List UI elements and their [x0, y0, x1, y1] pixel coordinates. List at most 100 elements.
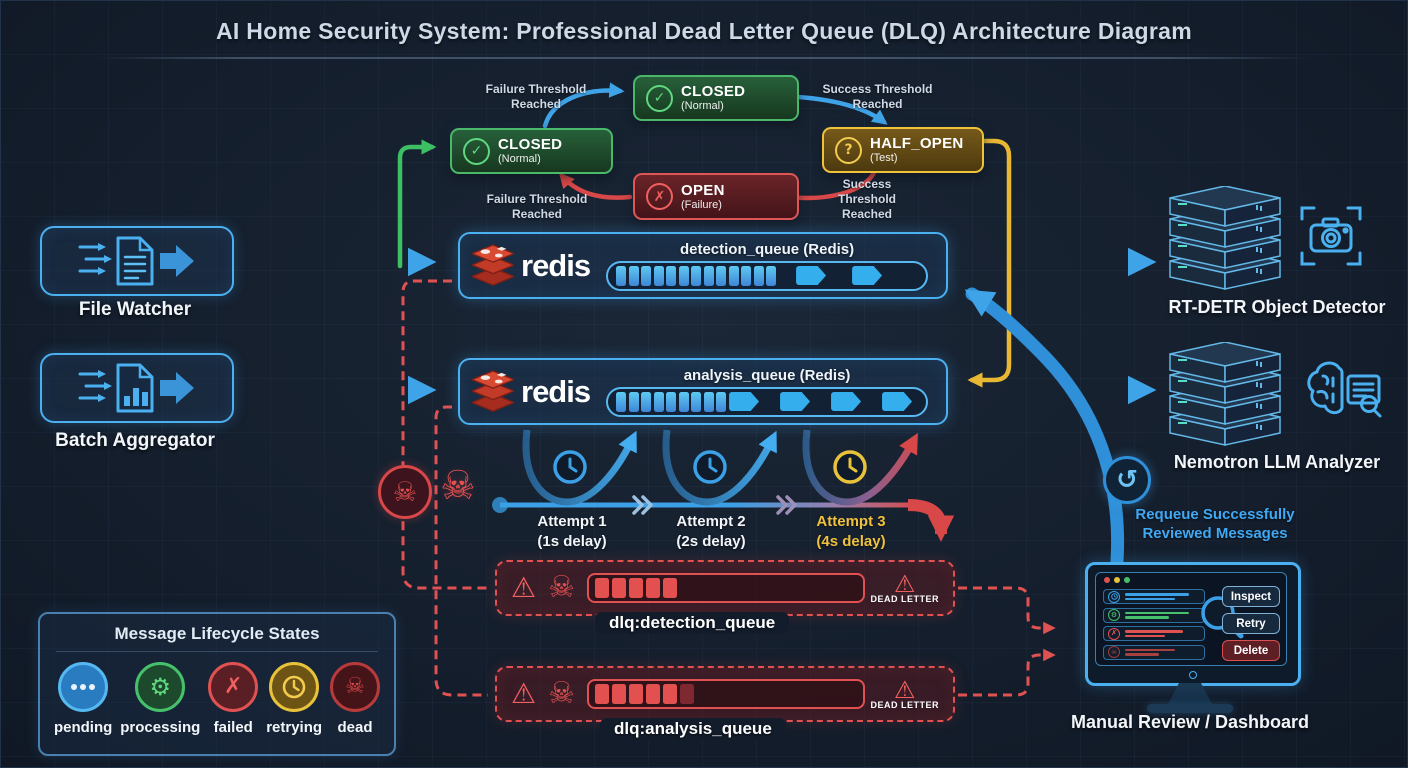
nemotron-server-icon — [1169, 342, 1281, 446]
rtdetr-label: RT-DETR Object Detector — [1168, 297, 1386, 317]
state-label: HALF_OPEN — [870, 135, 964, 153]
nemotron-label: Nemotron LLM Analyzer — [1173, 452, 1381, 472]
requeue-refresh-icon: ↺ — [1103, 456, 1151, 504]
legend-item-pending: pending — [54, 662, 112, 736]
state-sub: (Normal) — [681, 100, 724, 113]
queue-name: detection_queue (Redis) — [679, 240, 855, 258]
attempt-2-label: Attempt 2(2s delay) — [676, 513, 746, 550]
batch-aggregator-node — [40, 353, 234, 423]
transition-label: Failure Threshold Reached — [486, 192, 588, 221]
dlq-bar — [587, 573, 866, 603]
warning-icon: ⚠ — [893, 570, 916, 598]
file-watcher-icon — [78, 236, 194, 286]
check-icon: ✓ — [463, 137, 490, 165]
redis-wordmark: redis — [521, 247, 591, 283]
clock-icon — [833, 450, 867, 484]
legend-divider — [56, 651, 378, 652]
queue-messages — [796, 266, 883, 285]
warning-icon: ⚠ — [511, 677, 537, 710]
redis-stack-icon — [472, 243, 514, 286]
batch-aggregator-icon — [78, 363, 194, 413]
analysis-queue-node: redis analysis_queue (Redis) — [458, 358, 948, 425]
state-label: CLOSED — [681, 83, 746, 101]
legend-item-processing: ⚙ processing — [120, 662, 200, 736]
brain-analysis-icon — [1307, 361, 1382, 418]
redis-stack-icon — [472, 369, 514, 412]
state-half-open: ? HALF_OPEN(Test) — [822, 127, 984, 173]
failure-routes — [401, 279, 1056, 697]
dead-letter-badge: ⚠ DEAD LETTER — [870, 676, 939, 710]
title-divider — [95, 57, 1313, 59]
green-breaker-line — [397, 139, 437, 269]
clock-icon — [553, 450, 587, 484]
list-item[interactable]: ⚙ — [1103, 607, 1205, 623]
x-icon: ✗ — [1108, 627, 1120, 640]
state-sub: (Normal) — [498, 153, 541, 166]
detection-queue-node: redis detection_queue (Redis) — [458, 232, 948, 299]
warning-icon: ⚠ — [893, 676, 916, 704]
legend-item-dead: ☠ dead — [330, 662, 380, 736]
attempt-1-label: Attempt 1(1s delay) — [537, 513, 607, 550]
list-item[interactable]: ☠ — [1103, 644, 1205, 660]
requeue-curve — [964, 287, 1125, 568]
batch-aggregator-label: Batch Aggregator — [55, 430, 215, 451]
inspect-button[interactable]: Inspect — [1222, 586, 1280, 607]
gold-breaker-line — [967, 133, 1012, 388]
skull-icon: ☠ — [548, 570, 576, 605]
monitor-power-dot — [1188, 671, 1197, 679]
state-open: ✗ OPEN(Failure) — [633, 173, 799, 220]
file-watcher-label: File Watcher — [78, 299, 192, 320]
retry-button[interactable]: Retry — [1222, 613, 1280, 634]
legend-item-retrying: retrying — [266, 662, 322, 736]
dashboard-actions: Inspect Retry Delete — [1222, 586, 1280, 661]
monitor-stand — [1167, 683, 1213, 706]
list-item[interactable] — [1103, 589, 1205, 604]
page-title: AI Home Security System: Professional De… — [216, 18, 1192, 44]
state-label: CLOSED — [498, 136, 563, 154]
gear-icon: ⚙ — [1108, 609, 1120, 621]
skull-icon: ☠ — [330, 662, 380, 712]
queue-bar — [606, 386, 929, 417]
queue-name: analysis_queue (Redis) — [683, 366, 851, 384]
dashboard-monitor: ⚙ ✗ ☠ Inspect Retry Delete — [1085, 562, 1301, 686]
skull-icon: ☠ — [440, 463, 476, 509]
skull-icon: ☠ — [548, 676, 576, 711]
dashboard-screen: ⚙ ✗ ☠ Inspect Retry Delete — [1095, 572, 1287, 666]
list-item[interactable]: ✗ — [1103, 626, 1205, 641]
window-dots — [1104, 577, 1130, 583]
dlq-bar — [587, 679, 866, 709]
dashboard-label: Manual Review / Dashboard — [1070, 712, 1310, 732]
dlq-analysis-label: dlq:analysis_queue — [600, 718, 786, 740]
legend-item-failed: ✗ failed — [208, 662, 259, 736]
gear-icon: ⚙ — [135, 662, 186, 712]
main-flow-arrows — [236, 247, 1157, 405]
pending-dots-icon — [58, 662, 109, 712]
question-icon: ? — [835, 136, 862, 164]
transition-label: Success Threshold Reached — [837, 177, 896, 221]
monitor-base — [1147, 704, 1233, 713]
attempt-3-label: Attempt 3(4s delay) — [816, 513, 886, 550]
state-sub: (Test) — [870, 152, 898, 165]
state-label: OPEN — [681, 181, 725, 199]
state-closed-left: ✓ CLOSED(Normal) — [450, 128, 613, 174]
dead-letter-badge: ⚠ DEAD LETTER — [870, 570, 939, 604]
queue-messages — [729, 392, 913, 411]
redis-logo: redis — [472, 243, 591, 289]
requeue-note: Requeue Successfully Reviewed Messages — [1135, 506, 1295, 542]
x-icon: ✗ — [646, 183, 673, 210]
warning-icon: ⚠ — [511, 571, 537, 604]
redis-wordmark: redis — [521, 373, 591, 409]
retry-timeline — [492, 429, 955, 542]
poison-skull-badge: ☠ — [378, 465, 432, 519]
file-watcher-node — [40, 226, 234, 296]
dlq-detection-node: ⚠ ☠ ⚠ DEAD LETTER — [495, 560, 955, 616]
transition-label: Success Threshold Reached — [822, 82, 933, 111]
dlq-analysis-node: ⚠ ☠ ⚠ DEAD LETTER — [495, 666, 955, 722]
queue-segments — [616, 391, 727, 412]
check-icon: ✓ — [646, 84, 673, 112]
delete-button[interactable]: Delete — [1222, 640, 1280, 661]
queue-bar — [606, 260, 929, 291]
message-list: ⚙ ✗ ☠ — [1103, 589, 1205, 660]
clock-icon — [693, 450, 727, 484]
